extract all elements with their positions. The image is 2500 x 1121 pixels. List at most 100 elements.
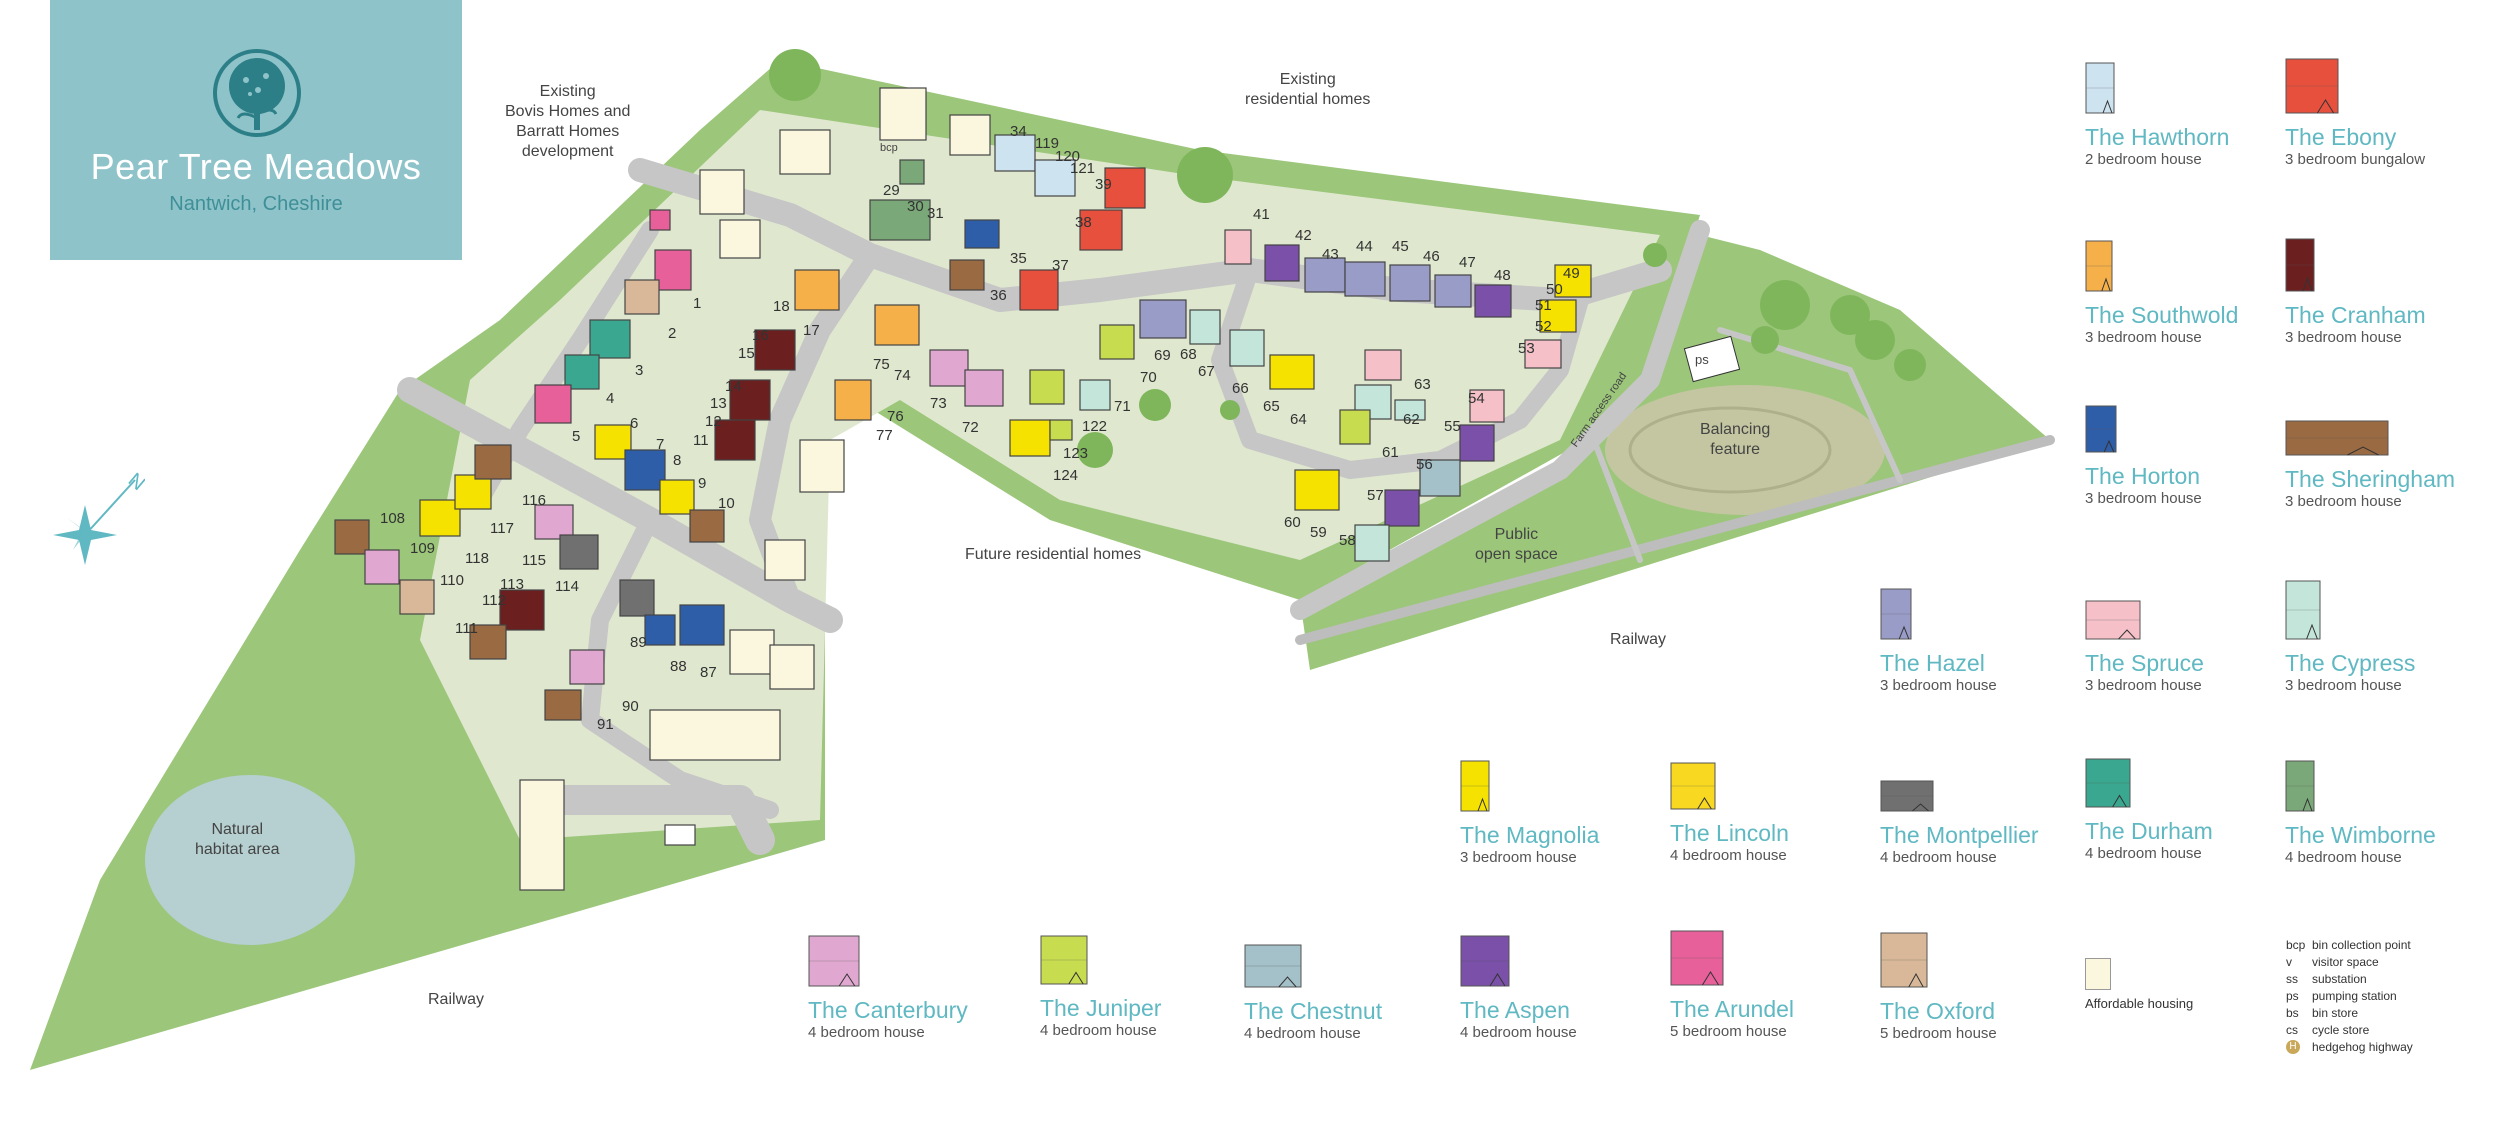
- plot-number[interactable]: 10: [718, 495, 735, 512]
- plot-number[interactable]: 111: [455, 620, 478, 637]
- plot-number[interactable]: 117: [490, 520, 514, 537]
- house-type-description: 3 bedroom house: [1880, 677, 1997, 694]
- plot-number[interactable]: 54: [1468, 390, 1485, 407]
- plot-number[interactable]: 45: [1392, 238, 1409, 255]
- plot-number[interactable]: 55: [1444, 418, 1461, 435]
- plot-number[interactable]: 42: [1295, 227, 1312, 244]
- plot-number[interactable]: 69: [1154, 347, 1171, 364]
- plot-number[interactable]: 89: [630, 634, 647, 651]
- plot-number[interactable]: 113: [500, 576, 524, 593]
- plot-number[interactable]: 11: [693, 432, 709, 449]
- plot-number[interactable]: 13: [710, 395, 727, 412]
- plot-number[interactable]: 56: [1416, 456, 1433, 473]
- plot-number[interactable]: 60: [1284, 514, 1301, 531]
- plot-number[interactable]: 116: [522, 492, 546, 509]
- affordable-label: Affordable housing: [2085, 996, 2194, 1011]
- plot-number[interactable]: 41: [1253, 206, 1270, 223]
- plot-number[interactable]: 4: [606, 390, 615, 407]
- plot-number[interactable]: 39: [1095, 176, 1112, 193]
- plot-number[interactable]: 35: [1010, 250, 1027, 267]
- plot-number[interactable]: 65: [1263, 398, 1280, 415]
- plot-number[interactable]: 122: [1082, 418, 1108, 435]
- plot-number[interactable]: 48: [1494, 267, 1511, 284]
- plot-number[interactable]: 38: [1075, 214, 1092, 231]
- plot-number[interactable]: 47: [1459, 254, 1476, 271]
- plot-number[interactable]: 51: [1535, 297, 1552, 314]
- plot-number[interactable]: 91: [597, 716, 614, 733]
- plot-number[interactable]: 12: [705, 413, 722, 430]
- plot-number[interactable]: 64: [1290, 411, 1307, 428]
- plot-number[interactable]: 43: [1322, 246, 1339, 263]
- trees: [769, 49, 1926, 468]
- plot-number[interactable]: 36: [990, 287, 1007, 304]
- house-swatch-icon: [1670, 930, 1724, 986]
- plot-number[interactable]: 37: [1052, 257, 1069, 274]
- plot-number[interactable]: 9: [698, 475, 707, 492]
- plot-number[interactable]: 53: [1518, 340, 1535, 357]
- plot-number[interactable]: 2: [668, 325, 677, 342]
- plot-number[interactable]: 114: [555, 578, 579, 595]
- plot-number[interactable]: 18: [773, 298, 790, 315]
- plot-number[interactable]: 1: [693, 295, 702, 312]
- house-type-name: The Horton: [2085, 463, 2201, 489]
- plot-number[interactable]: 72: [962, 419, 979, 436]
- plot-number[interactable]: 61: [1382, 444, 1399, 461]
- plot-number[interactable]: 119: [1035, 135, 1059, 152]
- plot-number[interactable]: 15: [738, 345, 755, 362]
- plot-number[interactable]: 46: [1423, 248, 1440, 265]
- house-type-description: 2 bedroom house: [2085, 151, 2202, 168]
- key-abbreviation: bcp: [2286, 938, 2306, 952]
- plot-number[interactable]: 77: [876, 427, 893, 444]
- house-swatch-icon: [1460, 935, 1510, 987]
- plot-number[interactable]: 3: [635, 362, 644, 379]
- house-swatch-icon: [1460, 760, 1490, 812]
- plot-number[interactable]: 66: [1232, 380, 1249, 397]
- plot-number[interactable]: 57: [1367, 487, 1384, 504]
- plot-number[interactable]: 120: [1055, 148, 1081, 165]
- plot-number[interactable]: 71: [1114, 398, 1131, 415]
- plot-number[interactable]: 58: [1339, 532, 1356, 549]
- plot-number[interactable]: 70: [1140, 369, 1157, 386]
- plot-number[interactable]: 67: [1198, 363, 1215, 380]
- plot-number[interactable]: 14: [725, 378, 742, 395]
- plot-number[interactable]: 87: [700, 664, 717, 681]
- plot-number[interactable]: 121: [1070, 160, 1096, 177]
- plot-number[interactable]: 76: [887, 408, 904, 425]
- plot-number[interactable]: 74: [894, 367, 911, 384]
- plot-number[interactable]: 52: [1535, 318, 1552, 335]
- plot-number[interactable]: 68: [1180, 346, 1197, 363]
- plot-number[interactable]: 118: [465, 550, 489, 567]
- plot-number[interactable]: 110: [440, 572, 464, 589]
- plot-number[interactable]: 62: [1403, 411, 1420, 428]
- house-type-description: 4 bedroom house: [1040, 1022, 1157, 1039]
- plot-number[interactable]: 109: [410, 540, 436, 557]
- plot-number[interactable]: 7: [656, 436, 665, 453]
- plot-number[interactable]: 50: [1546, 281, 1563, 298]
- plot-number[interactable]: 8: [673, 452, 682, 469]
- plot-number[interactable]: 34: [1010, 123, 1027, 140]
- plot-number[interactable]: 5: [572, 428, 581, 445]
- plot-number[interactable]: 90: [622, 698, 639, 715]
- plot-number[interactable]: 16: [752, 327, 769, 344]
- plot-number[interactable]: 6: [630, 415, 639, 432]
- plot-number[interactable]: 123: [1063, 445, 1089, 462]
- plot-number[interactable]: 17: [803, 322, 820, 339]
- plot-number[interactable]: 49: [1563, 265, 1580, 282]
- plot-number[interactable]: 108: [380, 510, 406, 527]
- house-type-name: The Ebony: [2285, 124, 2397, 150]
- plot-number[interactable]: 30: [907, 198, 924, 215]
- house-swatch-icon: [2285, 580, 2321, 640]
- plot-number[interactable]: 112: [482, 592, 506, 609]
- plot-number[interactable]: 44: [1356, 238, 1373, 255]
- plot-number[interactable]: 29: [883, 182, 900, 199]
- plot-number[interactable]: 124: [1053, 467, 1079, 484]
- plot-number[interactable]: 115: [522, 552, 546, 569]
- plot-number[interactable]: 75: [873, 356, 890, 373]
- plot-number[interactable]: 88: [670, 658, 687, 675]
- plot-number[interactable]: 59: [1310, 524, 1327, 541]
- plot-number[interactable]: 73: [930, 395, 947, 412]
- plot-number[interactable]: 63: [1414, 376, 1431, 393]
- plot-number[interactable]: 31: [927, 205, 944, 222]
